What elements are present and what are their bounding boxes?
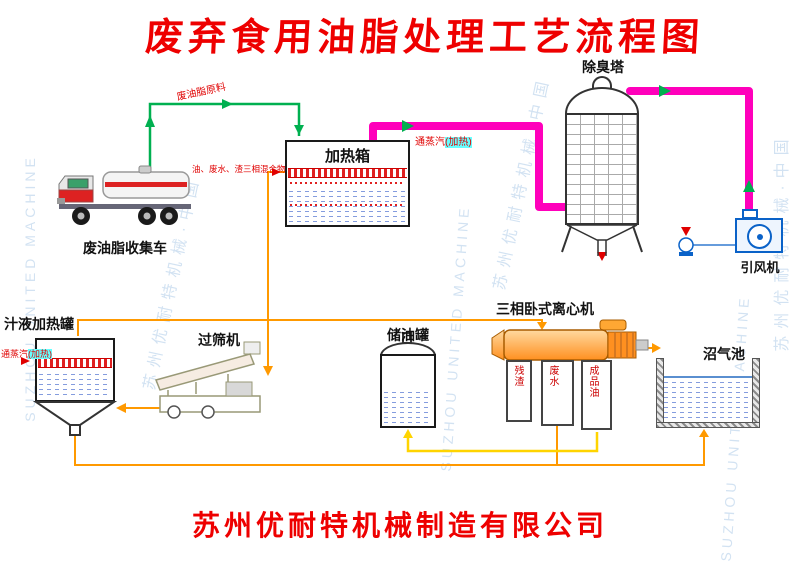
- biogas-pool-floor: [656, 422, 760, 428]
- centrifuge-label: 三相卧式离心机: [496, 301, 594, 317]
- dotted-layer: [290, 182, 405, 184]
- truck-tank-hatch: [138, 165, 152, 174]
- waste-oil-truck: [57, 165, 191, 225]
- oil-tank-label: 储油罐: [387, 327, 429, 343]
- centrifuge-cone: [491, 329, 505, 361]
- screener-motor: [225, 381, 253, 397]
- arrowhead: [652, 343, 661, 353]
- steam-label-left: 通蒸汽(加热): [1, 347, 53, 360]
- tower-legs: [561, 225, 643, 253]
- deodorizing-tower-body: [565, 113, 639, 225]
- truck-label: 废油脂收集车: [83, 240, 167, 256]
- arrowhead: [116, 403, 126, 413]
- red-arrow: [597, 252, 607, 261]
- steam-pipe-to-tower: [369, 122, 571, 211]
- tower-cone: [566, 224, 638, 241]
- screener-label: 过筛机: [198, 332, 240, 348]
- funnel-stem: [69, 424, 81, 436]
- arrowhead: [659, 85, 671, 97]
- red-arrow: [21, 357, 30, 365]
- biogas-pool-wall-left: [656, 358, 664, 428]
- truck-window: [67, 178, 89, 189]
- juice-tank-funnel: [33, 401, 117, 436]
- juicetank-to-centrifuge-line: [77, 319, 543, 336]
- draft-fan-housing: [735, 218, 783, 253]
- residue-label: 残渣: [512, 365, 523, 387]
- finished-oil-label: 成品油: [587, 365, 598, 398]
- truck-hub: [143, 212, 151, 220]
- company-name: 苏州优耐特机械制造有限公司: [191, 510, 608, 541]
- fan-label: 引风机: [740, 260, 780, 275]
- mixture-label: 油、废水、渣三相混合物: [192, 164, 286, 174]
- centrifuge-feed-cylinder: [599, 319, 627, 331]
- oil-to-storage-line: [406, 432, 599, 453]
- arrowhead: [263, 366, 273, 376]
- centrifuge-shaft: [635, 339, 649, 351]
- truck-cab-body: [58, 189, 94, 203]
- juice-tank-liquid: [39, 370, 111, 398]
- arrowhead: [403, 429, 413, 438]
- biogas-pool-water: [664, 376, 752, 422]
- arrowhead: [294, 125, 304, 135]
- screening-machine: [154, 341, 261, 419]
- centrifuge-gearbox: [607, 331, 637, 359]
- centrifuge-chute-wastewater: 废水: [541, 360, 574, 426]
- oil-tank-body: [380, 354, 436, 428]
- red-arrow: [272, 168, 281, 176]
- arrowhead: [222, 99, 233, 109]
- truck-bumper: [57, 198, 65, 204]
- screener-wheel: [167, 405, 181, 419]
- truck-hub: [165, 212, 173, 220]
- steam-text: 通蒸汽: [415, 137, 445, 148]
- centrifuge-chute-oil: 成品油: [581, 360, 612, 430]
- centrifuge-bowl: [503, 329, 609, 361]
- screener-wheel: [201, 405, 215, 419]
- arrowhead: [402, 120, 414, 132]
- fan-hub-icon: [757, 234, 763, 240]
- arrowhead: [537, 322, 547, 330]
- truck-tank-stripe: [105, 182, 187, 187]
- deodorizing-tower-cap: [592, 76, 612, 89]
- screener-deck: [154, 353, 256, 391]
- steam-text: 通蒸汽: [1, 349, 29, 359]
- funnel-shape: [33, 401, 117, 426]
- screener-hopper: [243, 341, 261, 355]
- juice-tank-label: 汁液加热罐: [4, 316, 74, 332]
- heating-box-label: 加热箱: [324, 148, 370, 165]
- arrowhead: [699, 429, 709, 437]
- steam-pipe-to-fan: [626, 87, 753, 218]
- heating-box: 加热箱: [285, 140, 410, 227]
- centrifuge-chute-residue: 残渣: [506, 360, 532, 422]
- oil-tank-liquid: [384, 388, 432, 424]
- dotted-layer: [290, 204, 405, 206]
- steam-heat-highlight: (加热): [28, 349, 53, 359]
- diagram-title: 废弃食用油脂处理工艺流程图: [144, 17, 706, 59]
- tower-label: 除臭塔: [582, 59, 624, 75]
- pump-base: [679, 252, 693, 256]
- truck-hub: [77, 212, 85, 220]
- pump-icon: [678, 237, 694, 253]
- juice-tank-steam-band: [38, 358, 112, 368]
- steam-heat-highlight: (加热): [445, 137, 472, 148]
- heating-box-steam-band: [288, 168, 407, 178]
- gearbox-fins: [614, 332, 634, 358]
- centrifuge: [491, 319, 649, 361]
- arrowhead: [145, 115, 155, 127]
- wastewater-to-pool-line: [74, 432, 705, 466]
- biogas-pool-wall-right: [752, 358, 760, 428]
- arrowhead: [743, 180, 755, 192]
- steam-label-top: 通蒸汽(加热): [415, 133, 472, 148]
- biogas-pool-label: 沼气池: [703, 346, 745, 362]
- wastewater-label: 废水: [547, 365, 558, 387]
- tower-discharge-pipe: [597, 240, 607, 256]
- truck-chassis: [59, 204, 191, 209]
- red-arrow: [681, 227, 691, 236]
